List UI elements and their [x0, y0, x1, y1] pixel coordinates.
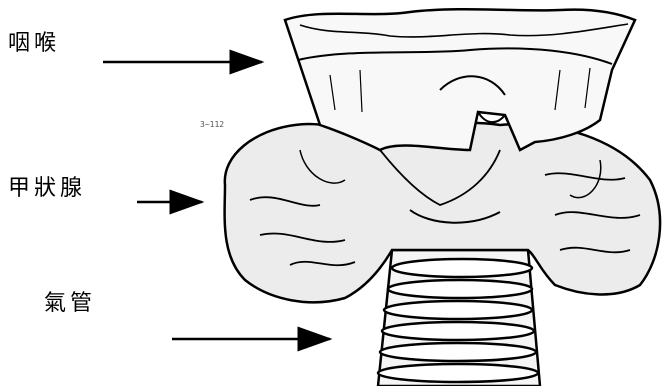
- trachea-drawing: [378, 250, 540, 386]
- scan-mark: 3~112: [200, 120, 224, 129]
- pharynx-drawing: [285, 9, 635, 150]
